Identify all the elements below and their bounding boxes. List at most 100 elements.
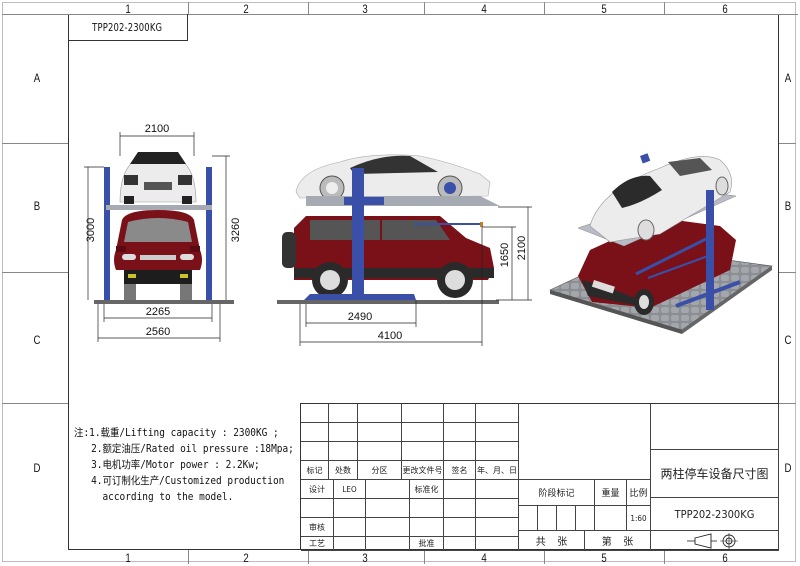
blank-cell <box>476 499 519 518</box>
spare-tire <box>282 232 296 268</box>
technical-notes: 注:1.载重/Lifting capacity : 2300KG ; 2.额定油… <box>74 425 294 505</box>
zone-divider <box>2 272 68 273</box>
title-block: 标记 处数 分区 更改文件号 签名 年、月、日 设计 LEO 标准化 审核 工艺… <box>300 403 779 551</box>
model-tag-box: TPP202-2300KG <box>68 14 188 41</box>
projection-symbol-cell <box>651 531 779 551</box>
upper-car-white-side <box>295 154 491 201</box>
upper-platform <box>106 205 212 210</box>
zone-divider <box>2 403 68 404</box>
dim-base-length: 2490 <box>348 311 372 323</box>
company-area <box>651 404 779 450</box>
rev-cell <box>301 442 329 461</box>
lift-base <box>675 280 741 308</box>
zone-divider <box>779 272 796 273</box>
zone-row-d: D <box>33 461 41 475</box>
zone-divider <box>664 2 665 14</box>
dim-platform-width: 2100 <box>145 123 169 135</box>
rev-cell <box>444 404 476 423</box>
dim-platform-height: 2100 <box>516 236 528 260</box>
blank-cell <box>366 499 410 518</box>
zone-row-a-right: A <box>784 71 792 85</box>
zone-strip-top-line <box>2 14 798 15</box>
dim-inner-width: 2265 <box>146 306 170 318</box>
zone-divider <box>188 2 189 14</box>
upper-car-white <box>119 152 197 204</box>
zone-divider <box>424 550 425 564</box>
swing-arm <box>635 236 709 276</box>
zone-col-6-bottom: 6 <box>722 551 728 565</box>
arm-stop <box>480 222 483 227</box>
weight-value <box>595 506 627 531</box>
first-angle-projection-icon <box>686 532 738 549</box>
standardization-label: 标准化 <box>410 480 444 499</box>
sheet-number: 第 张 <box>585 531 651 551</box>
blank-cell <box>410 499 444 518</box>
dim-outer-width: 2560 <box>146 326 170 338</box>
process-label: 工艺 <box>301 537 334 551</box>
zone-col-5-bottom: 5 <box>601 551 607 565</box>
rev-cell <box>329 423 358 442</box>
zone-divider <box>779 403 796 404</box>
zone-col-4: 4 <box>481 2 487 16</box>
blank-cell <box>334 518 366 537</box>
zone-divider <box>308 2 309 14</box>
zone-row-d-right: D <box>784 461 792 475</box>
rev-cell <box>476 404 519 423</box>
note-4: 4.可订制化生产/Customized production <box>91 475 285 487</box>
stage-box <box>576 506 595 531</box>
ground-slab <box>277 300 499 304</box>
isometric-view-drawing <box>549 153 773 334</box>
design-label: 设计 <box>301 480 334 499</box>
lower-car-red-side <box>282 216 494 298</box>
design-date <box>366 480 410 499</box>
sheets-total: 共 张 <box>519 531 585 551</box>
blank-cell <box>366 518 410 537</box>
rev-cell <box>329 404 358 423</box>
dim-lower-clearance: 1650 <box>499 243 511 267</box>
rev-header-date: 年、月、日 <box>476 461 519 480</box>
blank-cell <box>410 518 444 537</box>
upper-car-white-iso <box>589 153 732 243</box>
note-2: 2.额定油压/Rated oil pressure :18Mpa; <box>91 443 294 455</box>
weight-label: 重量 <box>595 480 627 506</box>
standardization-date <box>476 480 519 499</box>
zone-col-2-bottom: 2 <box>243 551 249 565</box>
designer-name: LEO <box>334 480 366 499</box>
drawing-number: TPP202-2300KG <box>651 498 779 531</box>
blank-cell <box>334 499 366 518</box>
rev-cell <box>301 423 329 442</box>
dim-upper-height: 3000 <box>85 218 97 242</box>
zone-divider <box>779 143 796 144</box>
dim-overall-height: 3260 <box>230 218 242 242</box>
drawing-title: 两柱停车设备尺寸图 <box>651 450 779 498</box>
zone-row-b-right: B <box>784 199 792 213</box>
side-view-drawing: 1650 2100 2490 4100 <box>277 154 532 346</box>
zone-col-3-bottom: 3 <box>362 551 368 565</box>
blank-cell <box>476 518 519 537</box>
standardization-sign <box>444 480 476 499</box>
blank-cell <box>444 499 476 518</box>
rev-cell <box>402 423 444 442</box>
model-tag: TPP202-2300KG <box>92 20 163 34</box>
stage-box <box>538 506 557 531</box>
left-post <box>104 167 110 300</box>
blank-cell <box>476 537 519 551</box>
rev-cell <box>358 404 402 423</box>
zone-divider <box>544 550 545 564</box>
rev-cell <box>444 423 476 442</box>
lift-base <box>304 294 416 300</box>
note-4-continued: according to the model. <box>91 491 234 503</box>
rev-cell <box>358 442 402 461</box>
zone-divider <box>2 143 68 144</box>
rev-header-mark: 标记 <box>301 461 329 480</box>
zone-col-3: 3 <box>362 2 368 16</box>
rev-cell <box>358 423 402 442</box>
rev-header-zone: 分区 <box>358 461 402 480</box>
rev-cell <box>444 442 476 461</box>
review-label: 审核 <box>301 518 334 537</box>
zone-col-5: 5 <box>601 2 607 16</box>
approval-label: 批准 <box>410 537 444 551</box>
stage-box <box>557 506 576 531</box>
rev-cell <box>329 442 358 461</box>
